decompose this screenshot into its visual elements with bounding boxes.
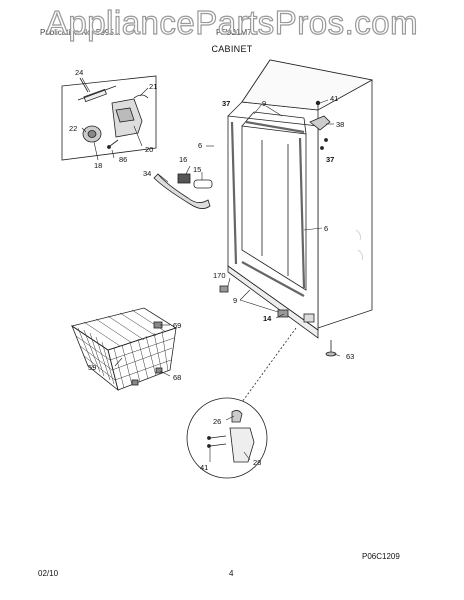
diagram-code: P06C1209 bbox=[362, 552, 400, 561]
hinge-detail-circle bbox=[186, 327, 297, 479]
callout-9-bottom: 9 bbox=[233, 296, 237, 305]
callout-41-hinge: 41 bbox=[200, 463, 208, 472]
callout-labels: 24 21 22 20 86 18 37 9 6 41 38 37 16 15 … bbox=[69, 68, 354, 472]
callout-69: 69 bbox=[173, 321, 181, 330]
leader-lines bbox=[81, 77, 341, 462]
model-number: FFU21M7... bbox=[216, 28, 259, 37]
publication-number: Publication No. 5995... bbox=[40, 28, 121, 37]
cabinet bbox=[219, 59, 374, 339]
callout-20: 20 bbox=[145, 145, 153, 154]
footer-page-number: 4 bbox=[229, 569, 234, 578]
callout-68: 68 bbox=[173, 373, 181, 382]
callout-34: 34 bbox=[143, 169, 151, 178]
callout-15: 15 bbox=[193, 165, 201, 174]
watermark: AppliancePartsPros.com bbox=[45, 3, 419, 41]
leveling-leg bbox=[325, 340, 337, 357]
callout-86: 86 bbox=[119, 155, 127, 164]
footer-date: 02/10 bbox=[38, 569, 59, 578]
callout-16: 16 bbox=[179, 155, 187, 164]
callout-6-right: 6 bbox=[324, 224, 328, 233]
callout-37-right: 37 bbox=[326, 155, 334, 164]
callout-14: 14 bbox=[263, 314, 272, 323]
wire-basket bbox=[71, 307, 177, 392]
callout-170: 170 bbox=[213, 271, 226, 280]
callout-38: 38 bbox=[336, 120, 344, 129]
callout-24: 24 bbox=[75, 68, 83, 77]
callout-21: 21 bbox=[149, 82, 157, 91]
callout-18: 18 bbox=[94, 161, 102, 170]
section-title: CABINET bbox=[211, 44, 253, 54]
callout-59: 59 bbox=[88, 363, 96, 372]
callout-6-left: 6 bbox=[198, 141, 202, 150]
callout-41: 41 bbox=[330, 94, 338, 103]
callout-63: 63 bbox=[346, 352, 354, 361]
light-assembly bbox=[61, 75, 157, 161]
callout-26: 26 bbox=[213, 417, 221, 426]
callout-9-top: 9 bbox=[262, 99, 266, 108]
callout-22: 22 bbox=[69, 124, 77, 133]
callout-28: 28 bbox=[253, 458, 261, 467]
callout-37-top: 37 bbox=[222, 99, 230, 108]
thermostat-cover bbox=[153, 173, 213, 209]
